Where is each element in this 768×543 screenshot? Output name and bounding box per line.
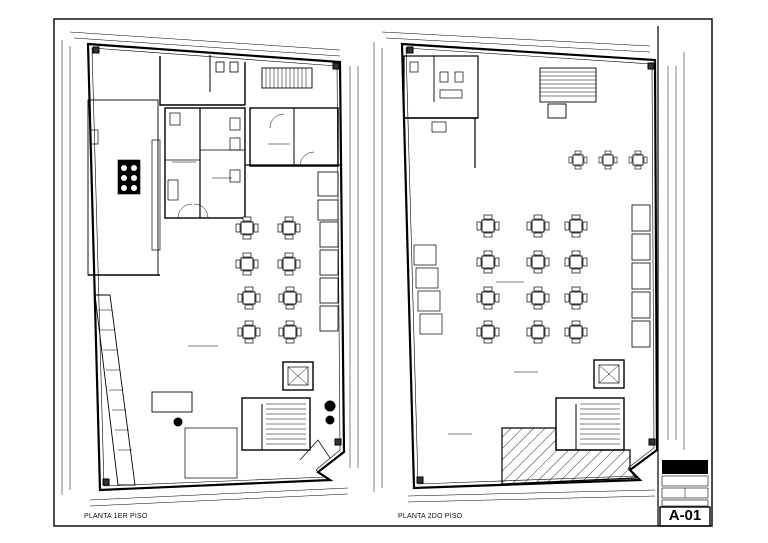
plan-2-label: PLANTA 2DO PISO <box>398 513 463 520</box>
title-block <box>657 26 711 527</box>
sheet-border <box>53 18 713 527</box>
sheet-number: A-01 <box>668 507 702 524</box>
plan-1-label: PLANTA 1ER PISO <box>84 513 148 520</box>
floor-plan-1 <box>61 31 359 507</box>
floor-plan-2 <box>373 31 677 503</box>
